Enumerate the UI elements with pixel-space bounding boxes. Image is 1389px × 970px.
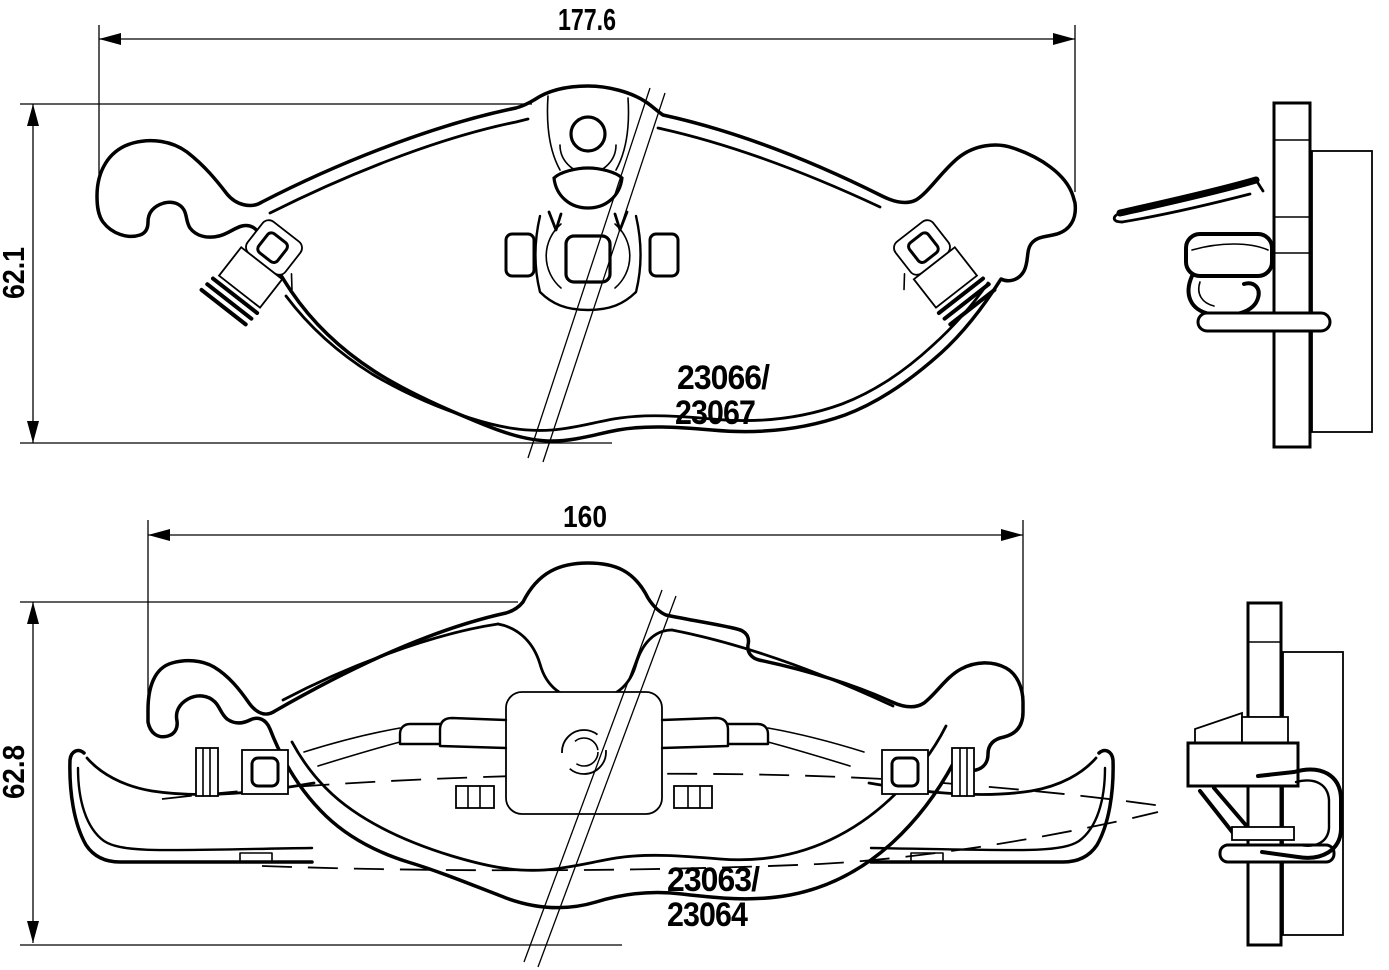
clip-square-hole: [890, 756, 920, 788]
mounting-hole: [569, 115, 607, 153]
retainer-left-bracket: [303, 716, 508, 809]
top-pad-center-retainer: [504, 210, 680, 312]
bottom-pad-bottom-chamfer-line: [290, 724, 948, 872]
break-line: [523, 589, 663, 963]
piston-contact-block: [1186, 741, 1300, 788]
hidden-edge-dashed: [261, 811, 1159, 872]
top-pad-outline: [95, 84, 1078, 443]
center-bowl-cutout: [552, 166, 624, 210]
top-pad-bottom-chamfer-line: [284, 281, 990, 432]
break-line: [527, 87, 651, 459]
bottom-pad-center-bowl: [496, 622, 674, 702]
spring-finger: [1196, 311, 1332, 333]
break-line: [537, 595, 677, 968]
bottom-pad-friction-top-edge: [281, 622, 500, 702]
part-number-bottom-line2: 23064: [667, 896, 748, 934]
retainer-spring-side: [1112, 176, 1332, 333]
top-pad-right-clip: [893, 219, 997, 327]
retainer-spring-side: [1186, 711, 1343, 864]
retainer-right-bracket: [660, 716, 865, 809]
bottom-pad-center-retainer: [303, 691, 865, 815]
part-number-bottom-line1: 23063/: [667, 861, 760, 899]
dimension-lines-top-view: [20, 25, 1076, 444]
bottom-pad-right-clip: [881, 747, 975, 797]
bottom-pad-friction-top-edge: [670, 628, 895, 708]
friction-material-section: [1311, 150, 1373, 433]
top-pad-friction-top-edge-right: [656, 126, 882, 209]
side-view-top-pad: [1112, 101, 1373, 449]
dimension-lines-bottom-view: [20, 520, 1024, 946]
front-view-bottom-pad: 160 62.8: [0, 499, 1163, 968]
dimension-width-top: 177.6: [558, 2, 616, 37]
bottom-pad-outline: [146, 561, 1025, 910]
bottom-pad-left-clip: [195, 747, 289, 797]
part-number-top-line2: 23067: [675, 394, 755, 432]
top-pad-friction-top-edge-left: [268, 117, 530, 215]
top-pad-center-tab: [546, 95, 630, 210]
side-view-bottom-pad: [1186, 601, 1344, 947]
clip-square-hole: [250, 756, 280, 788]
front-view-top-pad: 177.6 62.1: [0, 2, 1078, 463]
break-line: [542, 92, 666, 463]
friction-material-section: [1282, 651, 1344, 936]
dimension-width-bottom: 160: [563, 499, 607, 534]
part-number-top-line1: 23066/: [677, 359, 770, 397]
clip-square-hole: [256, 231, 289, 265]
retainer-right-tab: [648, 232, 680, 278]
backplate-section: [1272, 101, 1312, 449]
dimension-height-bottom: 62.8: [0, 745, 31, 799]
top-pad-left-clip: [199, 219, 303, 327]
retainer-left-tab: [504, 232, 536, 278]
clip-square-hole: [907, 231, 940, 265]
dimension-height-top: 62.1: [0, 247, 31, 299]
